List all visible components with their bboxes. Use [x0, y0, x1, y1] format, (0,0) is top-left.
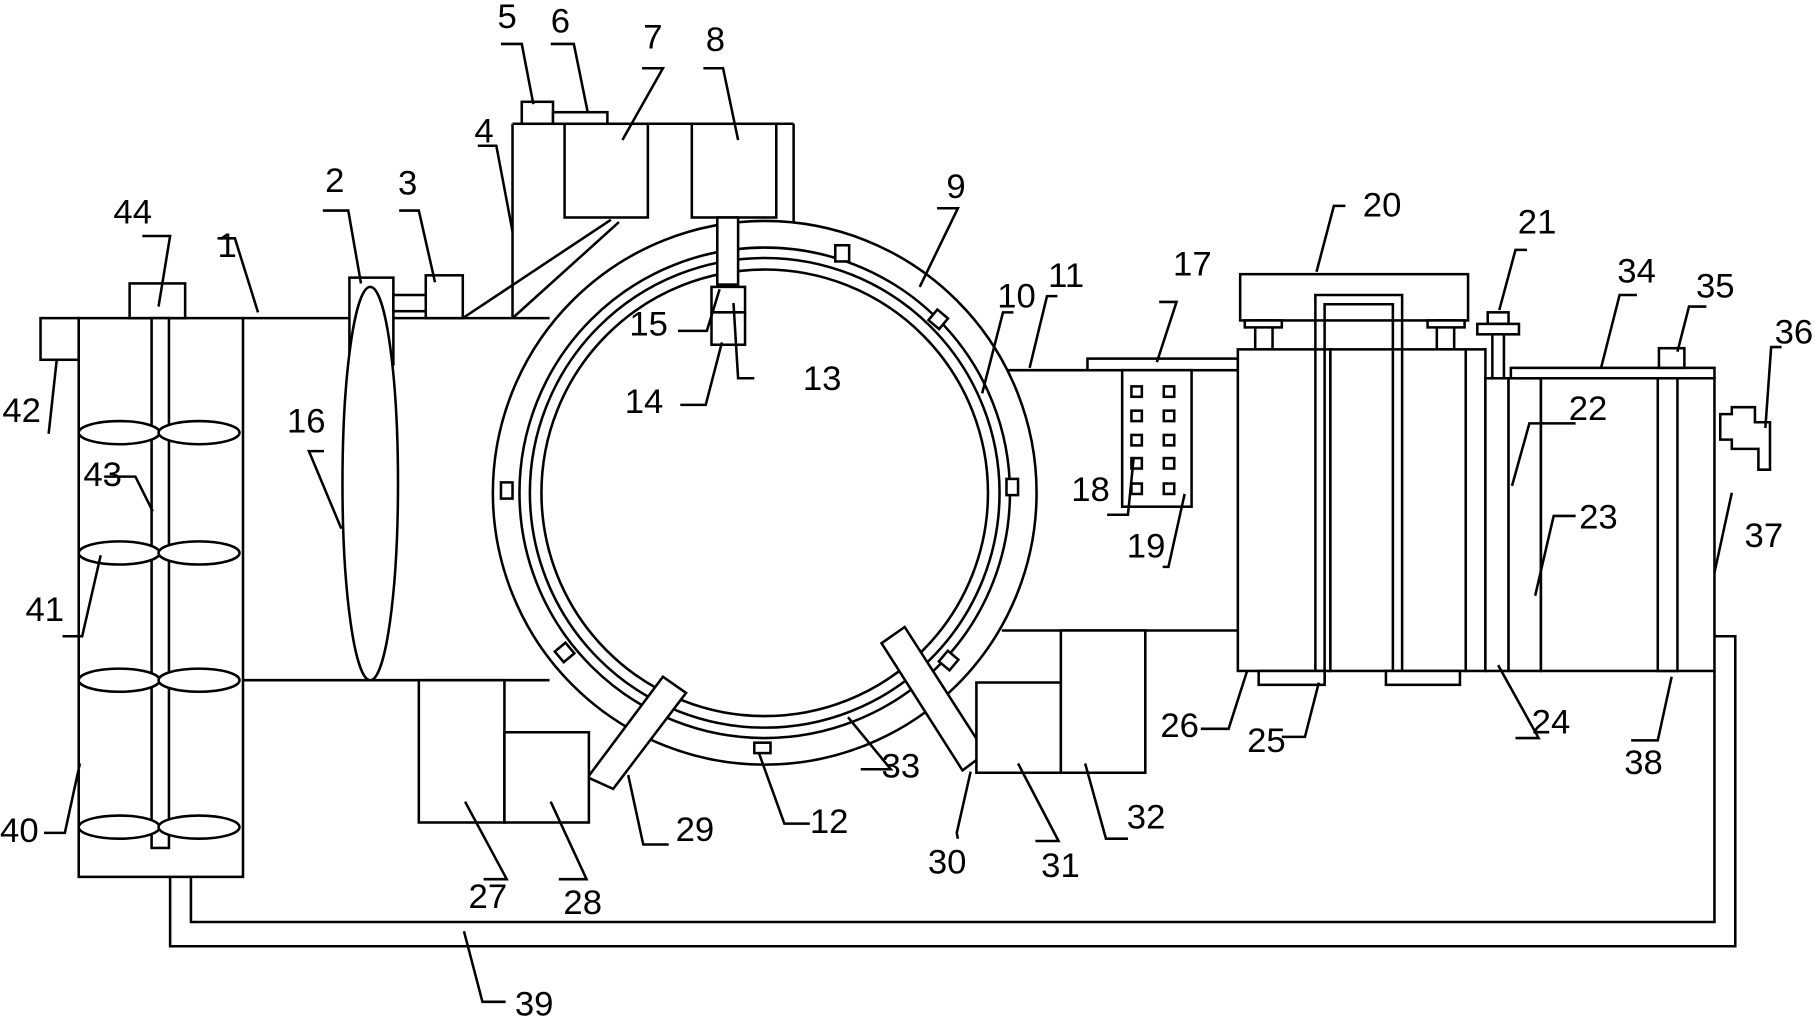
label-31: 31 — [1041, 847, 1080, 885]
rod-15 — [716, 216, 740, 286]
outer-ring-9 — [491, 219, 1038, 766]
box-32 — [1059, 629, 1147, 775]
outlet-36 — [1718, 405, 1772, 471]
connector — [392, 293, 430, 313]
label-22: 22 — [1569, 390, 1608, 428]
label-30: 30 — [928, 843, 967, 881]
label-13: 13 — [803, 360, 842, 398]
bottom-parts — [417, 625, 1147, 824]
label-10: 10 — [997, 278, 1036, 316]
return-pipe-39 — [168, 634, 1737, 948]
box-7 — [563, 122, 650, 219]
top-housing — [462, 100, 795, 320]
right-tank — [1484, 346, 1772, 673]
valve-disc-16 — [341, 285, 400, 682]
label-43: 43 — [83, 456, 122, 494]
left-tank — [39, 282, 245, 879]
label-15: 15 — [629, 305, 668, 343]
label-5: 5 — [497, 0, 516, 36]
label-34: 34 — [1617, 252, 1656, 290]
label-7: 7 — [643, 19, 662, 57]
right-pipe — [1001, 357, 1240, 632]
plate-24 — [1484, 377, 1510, 673]
inner-ring-10 — [528, 256, 1001, 729]
label-8: 8 — [706, 21, 725, 59]
label-26: 26 — [1160, 707, 1199, 745]
top-mechanism — [710, 216, 747, 347]
label-40: 40 — [0, 812, 39, 850]
chamber — [1329, 348, 1468, 673]
label-35: 35 — [1696, 267, 1735, 305]
sensor-3 — [424, 274, 465, 320]
label-9: 9 — [946, 168, 965, 206]
label-2: 2 — [325, 162, 344, 200]
label-11: 11 — [1048, 257, 1084, 295]
label-29: 29 — [676, 811, 715, 849]
cover-20 — [1238, 272, 1470, 322]
label-41: 41 — [26, 591, 65, 629]
right-assembly — [1236, 272, 1521, 687]
label-1: 1 — [218, 227, 237, 265]
label-33: 33 — [882, 747, 921, 785]
label-4: 4 — [474, 112, 493, 150]
part-6 — [551, 110, 609, 126]
label-17: 17 — [1173, 245, 1212, 283]
label-38: 38 — [1624, 744, 1663, 782]
box-8 — [690, 122, 778, 219]
label-12: 12 — [810, 803, 849, 841]
part-35 — [1657, 346, 1686, 370]
box-28 — [503, 730, 591, 824]
label-16: 16 — [287, 403, 326, 441]
label-36: 36 — [1775, 314, 1814, 352]
label-25: 25 — [1247, 722, 1286, 760]
label-18: 18 — [1071, 471, 1110, 509]
box-27 — [417, 678, 506, 824]
plate-38 — [1656, 377, 1679, 673]
label-24: 24 — [1532, 703, 1571, 741]
blades-41 — [77, 419, 241, 840]
block-14 — [710, 311, 747, 347]
motor-44 — [128, 282, 187, 320]
drum — [491, 219, 1038, 766]
label-6: 6 — [551, 2, 570, 40]
valve-21 — [1486, 311, 1510, 326]
label-23: 23 — [1579, 499, 1618, 537]
tank-37 — [1539, 377, 1716, 673]
lid-34 — [1509, 366, 1716, 380]
label-21: 21 — [1518, 204, 1557, 242]
label-44: 44 — [113, 193, 152, 231]
side-outlet-42 — [39, 316, 80, 362]
label-32: 32 — [1127, 798, 1166, 836]
roller-12 — [753, 741, 772, 755]
pipe-29 — [585, 674, 688, 791]
label-42: 42 — [2, 392, 41, 430]
frame-25 — [1257, 669, 1326, 687]
label-20: 20 — [1363, 186, 1402, 224]
label-19: 19 — [1127, 528, 1166, 566]
stirring-shaft-43 — [150, 316, 171, 850]
box-31 — [975, 681, 1063, 775]
label-27: 27 — [469, 878, 508, 916]
leader-lines — [44, 42, 1782, 1004]
label-14: 14 — [625, 383, 664, 421]
label-28: 28 — [563, 884, 602, 922]
label-39: 39 — [515, 986, 554, 1018]
label-37: 37 — [1745, 517, 1784, 555]
part-5 — [520, 100, 555, 126]
plate-17 — [1086, 357, 1240, 372]
label-3: 3 — [398, 164, 417, 202]
